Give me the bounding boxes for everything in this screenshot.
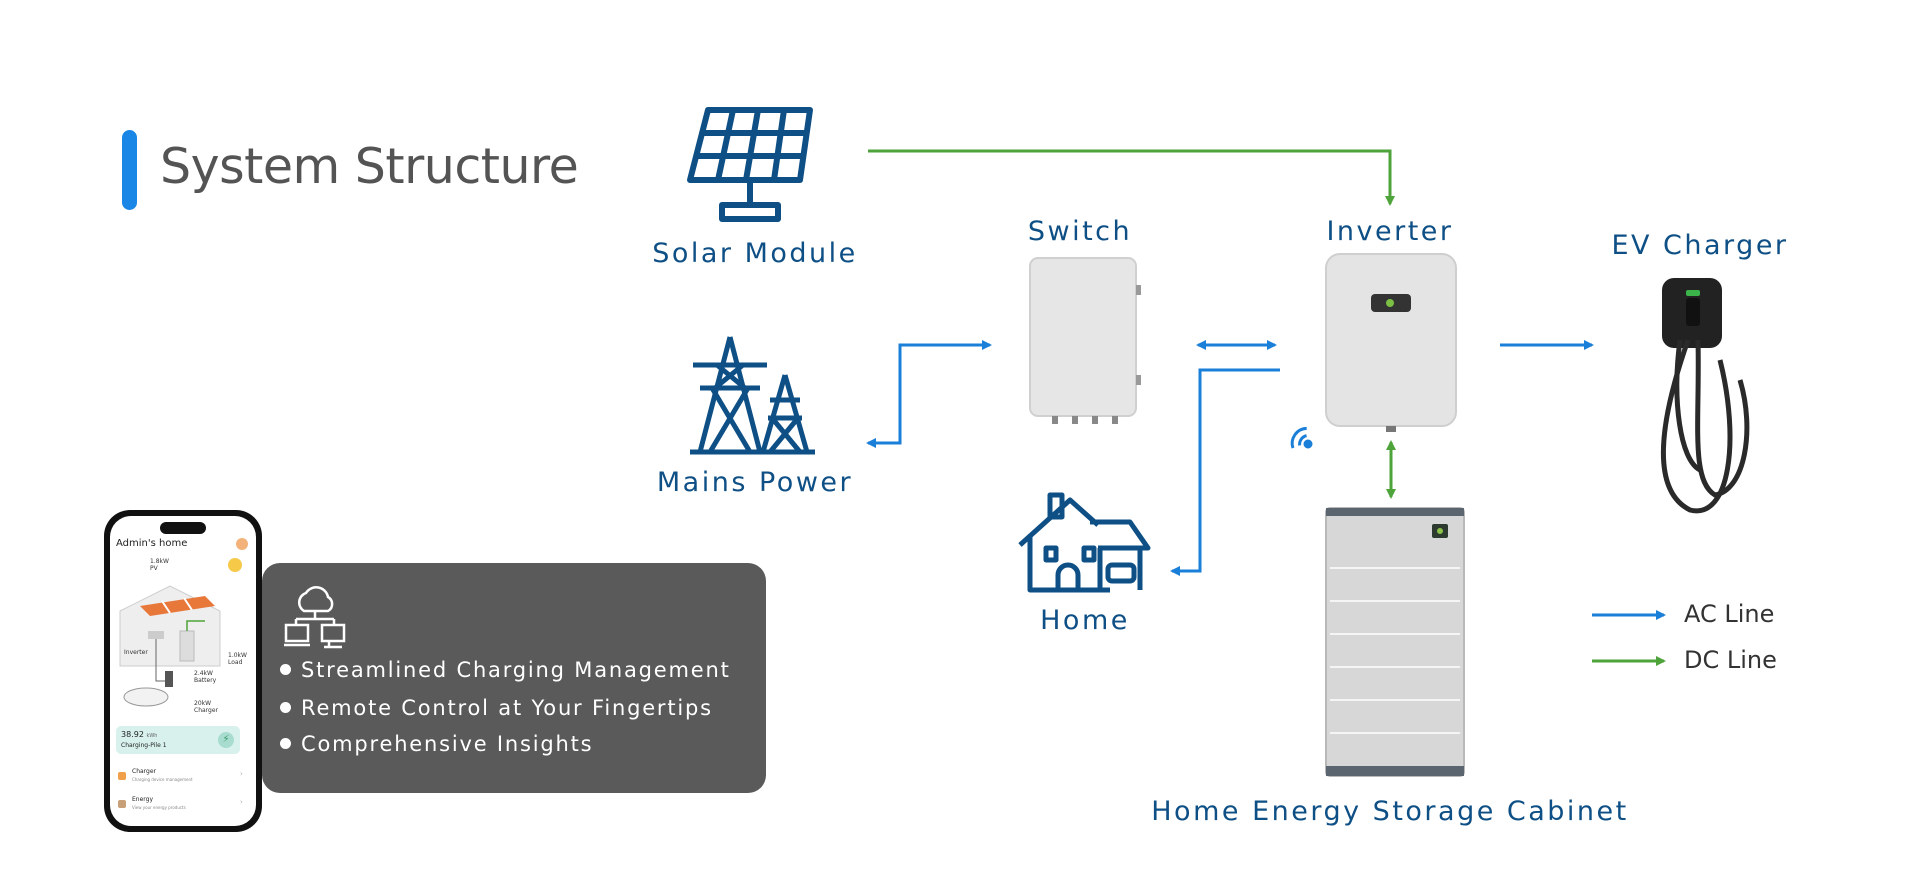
label-ev-charger: EV Charger — [1611, 230, 1789, 261]
feature-item: Comprehensive Insights — [280, 732, 593, 756]
energy-icon — [118, 800, 126, 808]
phone-energy-unit: kWh — [146, 733, 158, 739]
phone-menu-sub: View your energy products — [132, 805, 186, 810]
storage-cabinet-icon — [1325, 507, 1465, 777]
wifi-icon — [1290, 426, 1313, 449]
feature-text: Remote Control at Your Fingertips — [301, 696, 713, 720]
phone-menu-sub: Charging device management — [132, 777, 193, 782]
phone-charging-pile: Charging-Pile 1 — [121, 742, 167, 749]
phone-menu-charger[interactable]: Charger Charging device management › — [116, 768, 250, 790]
page-title: System Structure — [160, 138, 579, 195]
title-accent-bar — [122, 130, 137, 210]
phone-energy-card[interactable]: 38.92 kWh Charging-Pile 1 ⚡ — [116, 726, 240, 754]
feature-item: Remote Control at Your Fingertips — [280, 696, 713, 720]
label-solar-module: Solar Module — [652, 238, 858, 269]
line-mains-switch — [866, 340, 992, 448]
label-storage-cabinet: Home Energy Storage Cabinet — [1151, 796, 1629, 827]
phone-menu-title: Energy — [132, 796, 154, 803]
legend-dc-label: DC Line — [1684, 646, 1777, 674]
label-home: Home — [1040, 605, 1130, 636]
charger-icon — [118, 772, 126, 780]
phone-header: Admin's home — [116, 538, 188, 549]
ev-charger-icon — [1660, 278, 1750, 514]
inverter-device-icon — [1325, 253, 1457, 432]
phone-inverter-label: Inverter — [124, 649, 148, 656]
line-solar-inverter — [868, 149, 1395, 206]
label-mains-power: Mains Power — [656, 467, 854, 498]
switch-device-icon — [1029, 257, 1141, 424]
line-inverter-home — [1170, 368, 1280, 576]
power-tower-icon — [690, 336, 815, 455]
label-inverter: Inverter — [1326, 216, 1454, 247]
feature-item: Streamlined Charging Management — [280, 658, 731, 682]
legend-ac-label: AC Line — [1684, 600, 1775, 628]
phone-energy-value: 38.92 — [121, 730, 144, 739]
bolt-icon: ⚡ — [218, 732, 234, 748]
sun-icon — [228, 558, 242, 572]
feature-text: Streamlined Charging Management — [301, 658, 731, 682]
avatar — [236, 538, 248, 550]
house-icon — [1018, 492, 1151, 593]
label-switch: Switch — [1027, 216, 1133, 247]
phone-house-illustration — [119, 585, 221, 707]
phone-notch — [160, 522, 206, 534]
solar-panel-icon — [687, 107, 813, 222]
phone-menu-energy[interactable]: Energy View your energy products › — [116, 796, 250, 818]
features-panel — [262, 563, 766, 793]
feature-text: Comprehensive Insights — [301, 732, 594, 756]
cloud-network-icon — [284, 586, 346, 649]
chevron-right-icon: › — [240, 798, 243, 806]
phone-menu-title: Charger — [132, 768, 156, 775]
chevron-right-icon: › — [240, 770, 243, 778]
